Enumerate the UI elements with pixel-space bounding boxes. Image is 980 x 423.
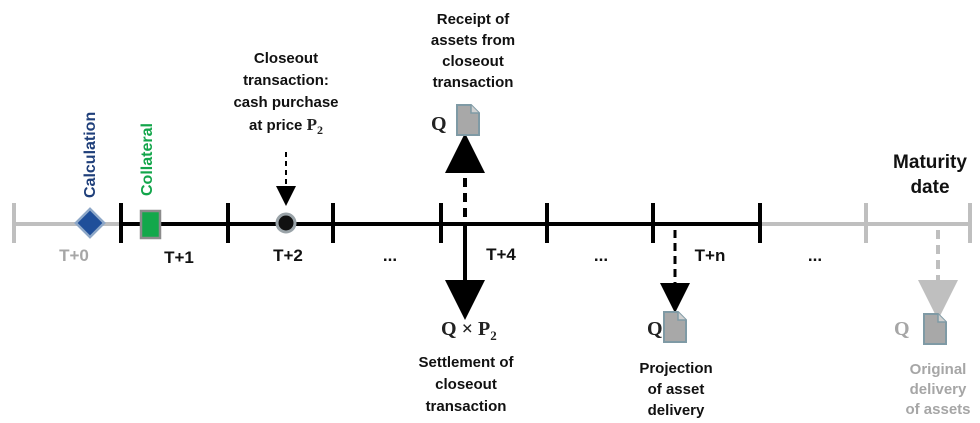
projection-line-3: delivery: [647, 402, 705, 419]
tick-label-tn: T+n: [694, 246, 726, 265]
closeout-line-3: cash purchase: [233, 94, 339, 111]
closeout-line-1: Closeout: [253, 50, 319, 67]
receipt-line-3: closeout: [442, 53, 504, 70]
tick-label-t1: T+1: [164, 248, 194, 267]
settlement-line-3: transaction: [425, 398, 507, 415]
settlement-line-2: closeout: [435, 376, 497, 393]
settlement-p-subscript: 2: [490, 328, 497, 343]
closeout-price-subscript: 2: [316, 123, 323, 137]
projection-quantity: Q: [647, 318, 663, 340]
original-document-icon: [923, 313, 947, 345]
closeout-label: Closeout transaction: cash purchase at p…: [218, 48, 354, 141]
settlement-line-1: Settlement of: [418, 354, 514, 371]
maturity-line-2: date: [910, 177, 950, 198]
settlement-formula: Q × P2: [441, 318, 497, 344]
tick-label-dots-1: ...: [382, 246, 398, 265]
settlement-label: Settlement of closeout transaction: [404, 352, 528, 418]
maturity-date-label: Maturity date: [880, 150, 980, 200]
t4-label-background: [461, 238, 541, 274]
original-line-1: Original: [909, 361, 967, 378]
projection-label: Projection of asset delivery: [622, 358, 730, 421]
calculation-label: Calculation: [82, 111, 99, 198]
original-line-2: delivery: [909, 381, 967, 398]
receipt-line-1: Receipt of: [436, 11, 510, 28]
receipt-line-4: transaction: [432, 74, 514, 91]
tick-label-t2: T+2: [273, 246, 303, 265]
projection-line-2: of asset: [647, 381, 705, 398]
settlement-p: P: [477, 318, 491, 340]
tick-label-t4: T+4: [486, 245, 516, 264]
receipt-line-2: assets from: [430, 32, 516, 49]
tick-label-dots-3: ...: [807, 246, 823, 265]
maturity-line-1: Maturity: [893, 152, 967, 173]
closeout-line-4: at price P2: [218, 114, 354, 141]
original-line-3: of assets: [905, 401, 971, 418]
projection-document-icon: [663, 311, 687, 343]
collateral-label: Collateral: [139, 123, 156, 196]
closeout-line-2: transaction:: [243, 72, 329, 89]
receipt-document-icon: [456, 104, 480, 136]
closeout-price-text: at price: [249, 117, 303, 134]
collateral-box-marker: [139, 209, 162, 240]
tick-label-dots-2: ...: [593, 246, 609, 265]
settlement-times: ×: [461, 318, 473, 340]
tick-label-t0: T+0: [59, 246, 89, 265]
original-quantity: Q: [894, 318, 910, 340]
settlement-q: Q: [441, 318, 457, 340]
calculation-diamond-marker: [74, 207, 106, 239]
original-label: Original delivery of assets: [896, 360, 980, 420]
projection-line-1: Projection: [639, 360, 713, 377]
closeout-price-symbol: P: [306, 115, 317, 134]
receipt-quantity: Q: [431, 113, 447, 135]
receipt-label: Receipt of assets from closeout transact…: [414, 9, 532, 93]
closeout-dot-marker: [275, 212, 297, 234]
